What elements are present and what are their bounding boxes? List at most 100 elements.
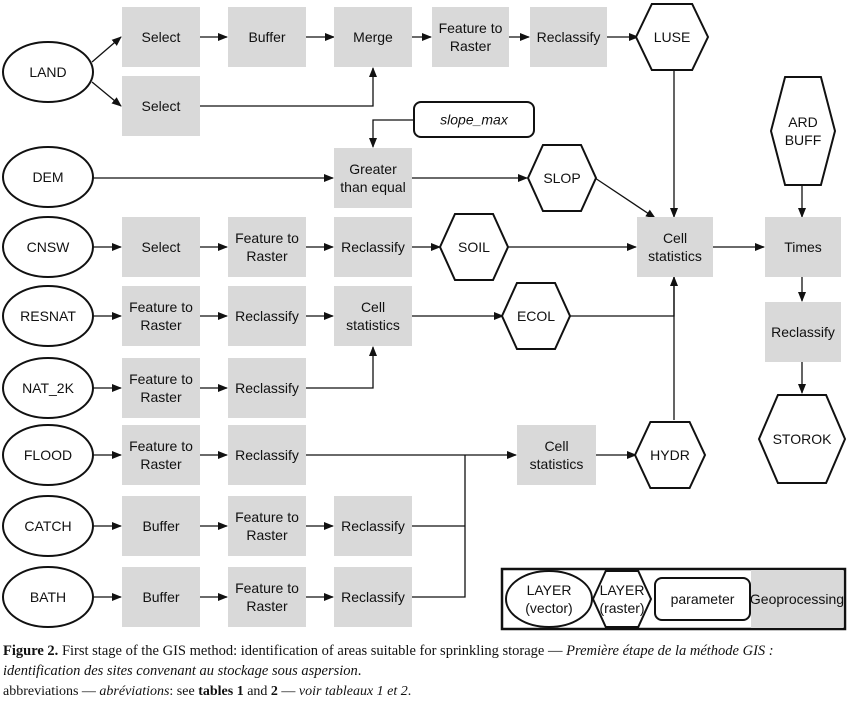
caption-text-en: First stage of the GIS method: identific… [58, 643, 567, 659]
gis-workflow-diagram: LAND DEM CNSW RESNAT NAT_2K FLOOD CATCH BATH Sel… [2, 3, 847, 631]
layer-resnat [2, 285, 94, 347]
process-select-land1-label: Select [142, 29, 181, 45]
process-reclassify-final [765, 302, 841, 362]
arrow-ecol-cellstat [570, 276, 678, 317]
abbr-end: . [407, 684, 412, 699]
process-select-land2-label: Select [142, 98, 181, 114]
process-reclassify-bath-label: Reclassify [341, 589, 405, 605]
process-greater-than-equal [334, 148, 412, 208]
process-cell-statistics-main [637, 217, 713, 277]
caption-end: . [357, 663, 362, 679]
tables-fr: voir tableaux 1 et 2 [298, 684, 408, 699]
process-select-cnsw-label: Select [142, 239, 181, 255]
layer-flood-label: FLOOD [24, 447, 72, 463]
process-buffer-catch [122, 496, 200, 556]
process-feature-to-raster-resnat [122, 286, 200, 346]
layer-nat2k [2, 357, 94, 419]
process-reclassify-flood [228, 425, 306, 485]
layer-land-label: LAND [29, 64, 66, 80]
layer-dem [2, 146, 94, 208]
raster-storok-label: STOROK [773, 431, 833, 447]
raster-soil [438, 213, 510, 281]
process-reclassify-flood-label: Reclassify [235, 447, 299, 463]
legend-parameter-label: parameter [671, 591, 735, 607]
process-select-land2 [122, 76, 200, 136]
legend-raster-label: LAYER(raster) [599, 582, 644, 616]
legend-vector-label: LAYER(vector) [525, 582, 572, 616]
layer-resnat-label: RESNAT [20, 308, 76, 324]
process-reclassify-resnat [228, 286, 306, 346]
dash: — [277, 684, 299, 699]
abbr-mid: : see [169, 684, 199, 699]
raster-hydr [633, 421, 707, 489]
process-feature-to-raster-catch [228, 496, 306, 556]
process-reclassify-cnsw-label: Reclassify [341, 239, 405, 255]
arrow-select2-merge [200, 67, 377, 107]
process-cell-statistics-ecol [334, 286, 412, 346]
raster-ecol [500, 282, 572, 350]
process-reclassify-nat2k-label: Reclassify [235, 380, 299, 396]
caption-text-fr: Première étape de la méthode GIS : ident… [3, 643, 774, 679]
raster-luse-label: LUSE [654, 29, 691, 45]
caption-figure-label: Figure 2. [3, 643, 59, 659]
layer-dem-label: DEM [32, 169, 63, 185]
two-en: 2 [270, 684, 278, 699]
process-reclassify-nat2k [228, 358, 306, 418]
abbr-fr: abréviations [99, 684, 170, 699]
legend-geoprocessing [751, 570, 843, 628]
process-buffer-bath-label: Buffer [142, 589, 179, 605]
process-reclassify-final-label: Reclassify [771, 324, 835, 340]
process-reclassify-catch-label: Reclassify [341, 518, 405, 534]
layer-cnsw [2, 216, 94, 278]
process-reclassify-bath [334, 567, 412, 627]
layer-land [2, 41, 94, 103]
layer-nat2k-label: NAT_2K [22, 380, 75, 396]
arrow-land-select2 [91, 81, 122, 107]
process-feature-to-raster-cnsw [228, 217, 306, 277]
arrow-reclass-cellstat-nat2k [306, 346, 377, 389]
process-reclassify-land [530, 7, 607, 67]
legend-vector [505, 570, 593, 628]
process-buffer-land-label: Buffer [248, 29, 285, 45]
parameter-slope-max [413, 101, 535, 138]
process-merge-label: Merge [353, 29, 393, 45]
process-reclassify-cnsw [334, 217, 412, 277]
figure-caption: Figure 2. First stage of the GIS method:… [3, 641, 849, 681]
layer-cnsw-label: CNSW [27, 239, 71, 255]
raster-slop [526, 144, 598, 212]
abbreviations-note: abbreviations — abréviations: see tables… [3, 684, 849, 700]
and-en: and [243, 684, 271, 699]
layer-catch-label: CATCH [24, 518, 71, 534]
process-merge [334, 7, 412, 67]
parameter-slope-max-label: slope_max [440, 112, 509, 128]
raster-ecol-label: ECOL [517, 308, 555, 324]
raster-storok [757, 394, 847, 484]
process-feature-to-raster-land [432, 7, 509, 67]
layer-flood [2, 424, 94, 486]
process-select-cnsw [122, 217, 200, 277]
tables-en: tables 1 [198, 684, 244, 699]
process-feature-to-raster-flood [122, 425, 200, 485]
raster-luse [634, 3, 710, 71]
process-times-label: Times [784, 239, 822, 255]
process-buffer-bath [122, 567, 200, 627]
raster-slop-label: SLOP [543, 170, 580, 186]
process-cell-statistics-hydr [517, 425, 596, 485]
legend-geoprocessing-label: Geoprocessing [750, 591, 844, 607]
layer-bath-label: BATH [30, 589, 66, 605]
process-times [765, 217, 841, 277]
process-feature-to-raster-bath [228, 567, 306, 627]
process-reclassify-catch [334, 496, 412, 556]
legend-parameter [654, 577, 751, 621]
process-reclassify-resnat-label: Reclassify [235, 308, 299, 324]
raster-hydr-label: HYDR [650, 447, 690, 463]
